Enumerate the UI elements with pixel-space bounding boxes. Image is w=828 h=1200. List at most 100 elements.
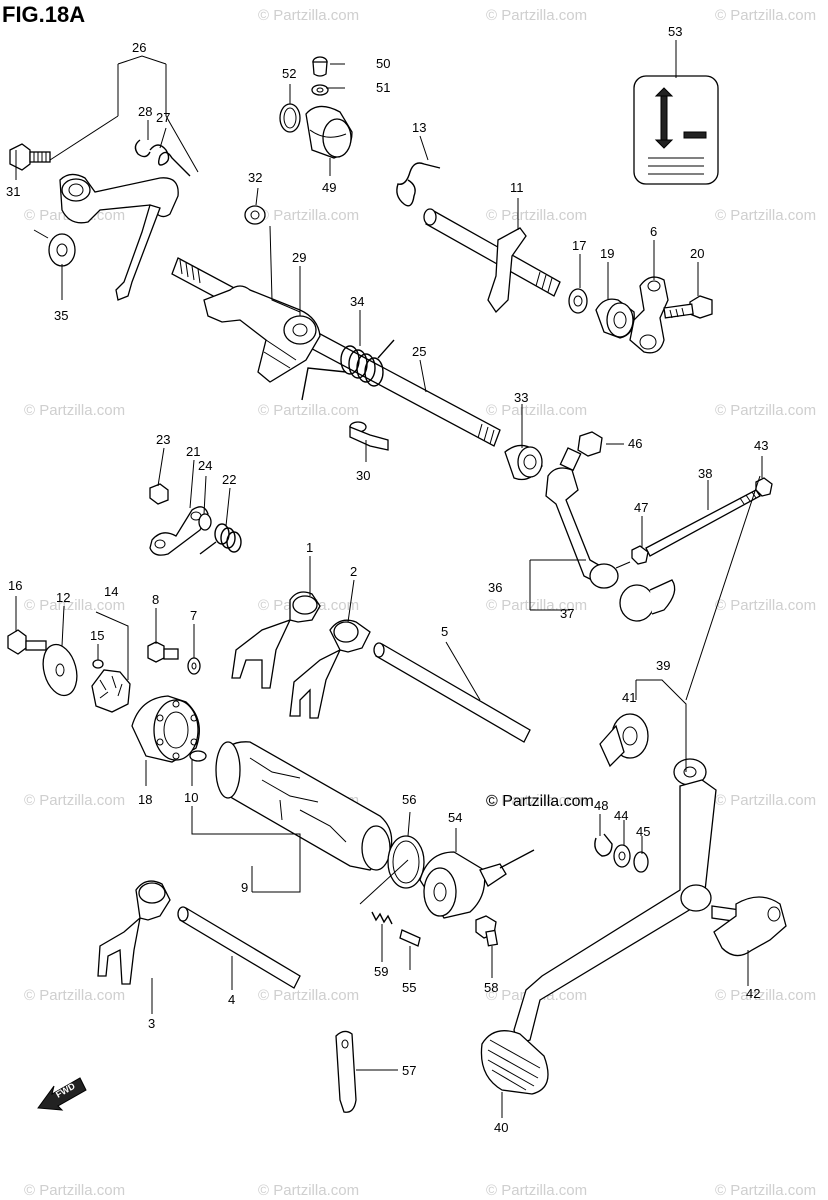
gear-position-switch-54-part xyxy=(419,849,535,919)
callout-34: 34 xyxy=(350,294,364,309)
bolt-50-part xyxy=(312,56,328,77)
watermark: © Partzilla.com xyxy=(715,7,816,24)
callout-25: 25 xyxy=(412,344,426,359)
callout-40: 40 xyxy=(494,1120,508,1135)
callout-30: 30 xyxy=(356,468,370,483)
callout-14: 14 xyxy=(104,584,118,599)
callout-27: 27 xyxy=(156,110,170,125)
callout-39: 39 xyxy=(656,658,670,673)
bolt-16-part xyxy=(7,629,47,655)
bush-41-part xyxy=(599,713,649,768)
callout-38: 38 xyxy=(698,466,712,481)
callout-35: 35 xyxy=(54,308,68,323)
callout-50: 50 xyxy=(376,56,390,71)
watermark: © Partzilla.com xyxy=(486,1182,587,1199)
partzilla-copyright: © Partzilla.com xyxy=(486,793,594,810)
callout-51: 51 xyxy=(376,80,390,95)
bolt-20-part xyxy=(663,295,713,319)
plate-12-part xyxy=(42,643,78,697)
callout-56: 56 xyxy=(402,792,416,807)
pin-15-part xyxy=(92,659,104,669)
shift-pattern-label-53 xyxy=(633,75,719,185)
callout-17: 17 xyxy=(572,238,586,253)
watermark: © Partzilla.com xyxy=(24,987,125,1004)
clip-48-part xyxy=(594,833,613,857)
callout-5: 5 xyxy=(441,624,448,639)
watermark: © Partzilla.com xyxy=(24,597,125,614)
watermark: © Partzilla.com xyxy=(486,402,587,419)
shaft-42-part xyxy=(711,896,787,957)
watermark: © Partzilla.com xyxy=(486,207,587,224)
washer-51-part xyxy=(311,84,329,96)
watermark: © Partzilla.com xyxy=(258,1182,359,1199)
shift-fork-1-part xyxy=(231,591,321,689)
washer-45-part xyxy=(633,851,649,873)
callout-42: 42 xyxy=(746,986,760,1001)
callout-44: 44 xyxy=(614,808,628,823)
clip-28-part xyxy=(134,139,151,158)
washer-7-part xyxy=(187,657,201,675)
callout-37: 37 xyxy=(560,606,574,621)
watermark: © Partzilla.com xyxy=(258,7,359,24)
watermark: © Partzilla.com xyxy=(24,792,125,809)
gearshift-lever-39-part xyxy=(513,758,717,1045)
callout-33: 33 xyxy=(514,390,528,405)
callout-numbers: 1 2 3 4 5 6 7 8 9 10 11 12 13 14 15 16 1… xyxy=(6,24,768,1135)
callout-49: 49 xyxy=(322,180,336,195)
figure-title: FIG.18A xyxy=(2,2,85,27)
callout-20: 20 xyxy=(690,246,704,261)
part-drawings: FWD xyxy=(7,56,787,1113)
watermark: © Partzilla.com xyxy=(715,402,816,419)
foot-peg-rubber-40-part xyxy=(480,1030,549,1095)
callout-15: 15 xyxy=(90,628,104,643)
callout-18: 18 xyxy=(138,792,152,807)
washer-35-part xyxy=(48,233,76,267)
callout-10: 10 xyxy=(184,790,198,805)
spring-13-part xyxy=(396,162,441,207)
callout-36: 36 xyxy=(488,580,502,595)
callout-21: 21 xyxy=(186,444,200,459)
gearshift-link-36-part xyxy=(545,467,676,622)
watermark: © Partzilla.com xyxy=(24,1182,125,1199)
clamp-57-part xyxy=(335,1030,357,1113)
watermark: © Partzilla.com xyxy=(258,207,359,224)
callout-6: 6 xyxy=(650,224,657,239)
callout-29: 29 xyxy=(292,250,306,265)
spring-59-part xyxy=(371,911,393,925)
callout-1: 1 xyxy=(306,540,313,555)
callout-22: 22 xyxy=(222,472,236,487)
callout-32: 32 xyxy=(248,170,262,185)
tie-rod-38-part xyxy=(645,489,761,557)
callout-11: 11 xyxy=(510,180,524,195)
watermark: © Partzilla.com xyxy=(258,987,359,1004)
callout-54: 54 xyxy=(448,810,462,825)
fwd-arrow-icon: FWD xyxy=(37,1077,87,1111)
watermark: © Partzilla.com xyxy=(715,987,816,1004)
callout-57: 57 xyxy=(402,1063,416,1078)
bolt-23-part xyxy=(149,483,169,505)
callout-4: 4 xyxy=(228,992,235,1007)
callout-31: 31 xyxy=(6,184,20,199)
callout-59: 59 xyxy=(374,964,388,979)
callout-45: 45 xyxy=(636,824,650,839)
bolt-46-part xyxy=(559,431,603,472)
watermark: © Partzilla.com xyxy=(715,1182,816,1199)
bolt-8-part xyxy=(147,641,179,663)
callout-23: 23 xyxy=(156,432,170,447)
pin-10-part xyxy=(189,750,207,762)
cap-49-part xyxy=(305,105,353,159)
bolt-31-part xyxy=(9,143,51,171)
callout-58: 58 xyxy=(484,980,498,995)
spring-22-part xyxy=(199,523,242,555)
shift-fork-2-part xyxy=(289,619,371,719)
nut-47-part xyxy=(631,545,649,565)
fork-shaft-4-part xyxy=(177,906,301,989)
bearing-18-part xyxy=(131,695,200,763)
spring-34-part xyxy=(301,339,395,401)
washer-44-part xyxy=(613,844,631,868)
watermark: © Partzilla.com xyxy=(258,402,359,419)
callout-52: 52 xyxy=(282,66,296,81)
spring-27-part xyxy=(149,144,191,177)
washer-17-part xyxy=(568,288,588,314)
callout-28: 28 xyxy=(138,104,152,119)
